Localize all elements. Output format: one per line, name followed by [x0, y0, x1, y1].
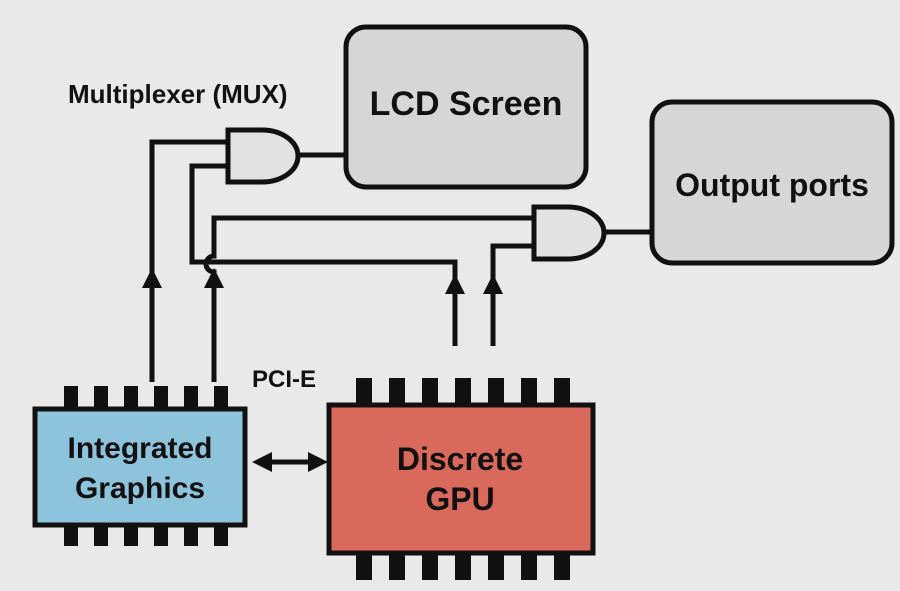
output-ports-box — [649, 99, 895, 266]
wires — [142, 139, 652, 382]
discrete-label-line1: Discrete — [397, 441, 523, 477]
mux-gate-lcd — [225, 127, 301, 185]
discrete-gpu-chip: Discrete GPU — [326, 378, 596, 580]
integrated-graphics-chip: Integrated Graphics — [32, 386, 248, 546]
wire-discrete-to-mux2 — [490, 243, 534, 346]
discrete-chip-body — [326, 402, 596, 556]
integrated-label-line1: Integrated — [67, 432, 212, 465]
lcd-screen-label: LCD Screen — [370, 85, 563, 123]
mux-label: Multiplexer (MUX) — [68, 79, 288, 109]
mux-gate-output — [531, 204, 607, 262]
integrated-chip-body — [32, 406, 248, 528]
discrete-label-line2: GPU — [425, 481, 494, 517]
wire-integrated-to-mux1 — [149, 139, 228, 382]
pcie-label: PCI-E — [252, 366, 316, 393]
output-ports-label: Output ports — [675, 167, 869, 203]
integrated-label-line2: Graphics — [75, 472, 205, 505]
discrete-chip-bottom-pins — [356, 550, 570, 580]
discrete-chip-top-pins — [356, 378, 570, 408]
lcd-screen-box — [343, 24, 589, 190]
integrated-chip-top-pins — [64, 386, 228, 410]
integrated-chip-bottom-pins — [64, 522, 228, 546]
